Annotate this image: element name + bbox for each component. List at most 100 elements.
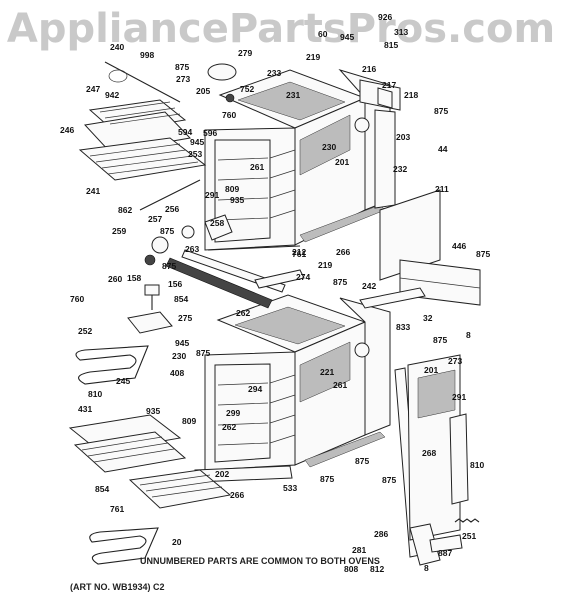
part-number-label: 875 [382, 475, 396, 485]
part-number-label: 263 [185, 244, 199, 254]
part-number-label: 875 [333, 277, 347, 287]
part-number-label: 875 [355, 456, 369, 466]
part-number-label: 815 [384, 40, 398, 50]
part-number-label: 262 [236, 308, 250, 318]
part-number-label: 945 [175, 338, 189, 348]
part-number-label: 261 [250, 162, 264, 172]
bake-element-lower [89, 527, 159, 565]
part-number-label: 752 [240, 84, 254, 94]
part-number-label: 279 [238, 48, 252, 58]
latch-plate [127, 311, 173, 334]
part-number-label: 268 [422, 448, 436, 458]
lower-oven-cavity [194, 294, 391, 483]
part-number-label: 156 [168, 279, 182, 289]
part-number-label: 216 [362, 64, 376, 74]
part-number-label: 260 [108, 274, 122, 284]
rotisserie-rod [104, 61, 181, 103]
oven-rack-upper [78, 137, 207, 181]
part-number-label: 810 [470, 460, 484, 470]
part-number-label: 202 [215, 469, 229, 479]
part-number-label: 257 [148, 214, 162, 224]
part-number-label: 281 [352, 545, 366, 555]
part-number-label: 760 [70, 294, 84, 304]
door-switch [144, 284, 160, 310]
part-number-label: 247 [86, 84, 100, 94]
part-number-label: 203 [396, 132, 410, 142]
broil-pan-lower [68, 414, 187, 473]
part-number-label: 266 [230, 490, 244, 500]
part-number-label: 20 [172, 537, 182, 547]
part-number-label: 299 [226, 408, 240, 418]
part-number-label: 945 [340, 32, 354, 42]
part-number-label: 232 [393, 164, 407, 174]
part-number-label: 44 [438, 144, 448, 154]
part-number-label: 875 [434, 106, 448, 116]
part-number-label: 809 [182, 416, 196, 426]
part-number-label: 875 [160, 226, 174, 236]
part-number-label: 596 [203, 128, 217, 138]
part-number-label: 240 [110, 42, 124, 52]
part-number-label: 230 [172, 351, 186, 361]
part-number-label: 32 [423, 313, 433, 323]
part-number-label: 233 [267, 68, 281, 78]
part-number-label: 8 [466, 330, 471, 340]
part-number-label: 231 [286, 90, 300, 100]
hinge-spring [454, 518, 480, 523]
part-number-label: 241 [86, 186, 100, 196]
part-number-label: 761 [292, 249, 306, 259]
part-number-label: 446 [452, 241, 466, 251]
part-number-label: 887 [438, 548, 452, 558]
part-number-label: 259 [112, 226, 126, 236]
part-number-label: 875 [433, 335, 447, 345]
vent-strip [254, 269, 305, 289]
part-number-label: 875 [196, 348, 210, 358]
part-number-label: 313 [394, 27, 408, 37]
part-number-label: 201 [424, 365, 438, 375]
part-number-label: 266 [336, 247, 350, 257]
part-number-label: 760 [222, 110, 236, 120]
part-number-label: 408 [170, 368, 184, 378]
part-number-label: 205 [196, 86, 210, 96]
part-number-label: 875 [320, 474, 334, 484]
part-number-label: 875 [175, 62, 189, 72]
part-number-label: 862 [118, 205, 132, 215]
part-number-label: 262 [222, 422, 236, 432]
part-number-label: 286 [374, 529, 388, 539]
part-number-label: 252 [78, 326, 92, 336]
part-number-label: 273 [448, 356, 462, 366]
knob-cover [207, 63, 237, 81]
part-number-label: 219 [306, 52, 320, 62]
part-number-label: 211 [435, 184, 449, 194]
part-number-label: 253 [188, 149, 202, 159]
part-number-label: 291 [452, 392, 466, 402]
oven-rack-lower [128, 469, 232, 509]
part-number-label: 256 [165, 204, 179, 214]
part-number-label: 230 [322, 142, 336, 152]
watermark: AppliancePartsPros.com [6, 6, 556, 52]
footer-note: UNNUMBERED PARTS ARE COMMON TO BOTH OVEN… [140, 556, 380, 566]
bake-element-upper [75, 345, 149, 385]
part-number-label: 809 [225, 184, 239, 194]
part-number-label: 998 [140, 50, 154, 60]
part-number-label: 935 [146, 406, 160, 416]
part-number-label: 926 [378, 12, 392, 22]
probe-wire [139, 179, 201, 211]
part-number-label: 8 [424, 563, 429, 573]
part-number-label: 808 [344, 564, 358, 574]
part-number-label: 833 [396, 322, 410, 332]
part-number-label: 221 [320, 367, 334, 377]
part-number-label: 875 [162, 261, 176, 271]
part-number-label: 60 [318, 29, 328, 39]
part-number-label: 219 [318, 260, 332, 270]
part-number-label: 812 [370, 564, 384, 574]
part-number-label: 274 [296, 272, 310, 282]
art-number: (ART NO. WB1934) C2 [70, 582, 165, 592]
part-number-label: 273 [176, 74, 190, 84]
part-number-label: 294 [248, 384, 262, 394]
part-number-label: 275 [178, 313, 192, 323]
oven-light-assembly [144, 214, 233, 266]
part-number-label: 218 [404, 90, 418, 100]
part-number-label: 594 [178, 127, 192, 137]
